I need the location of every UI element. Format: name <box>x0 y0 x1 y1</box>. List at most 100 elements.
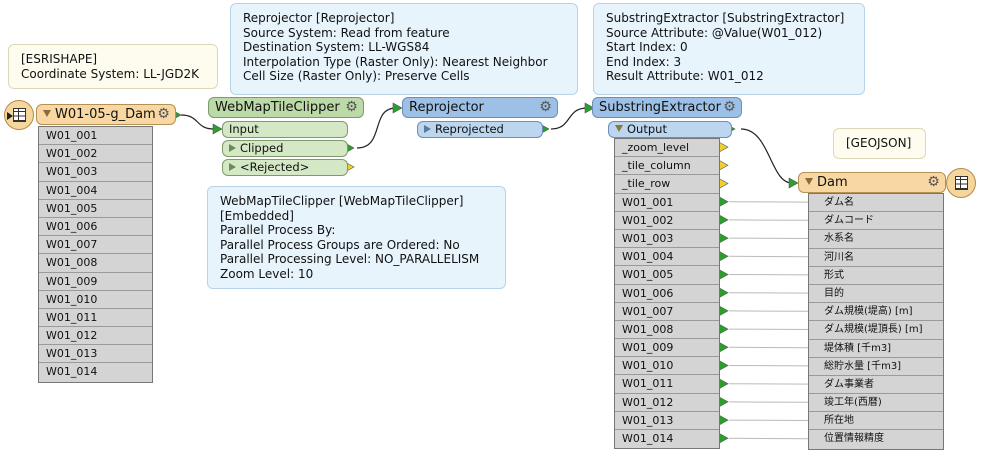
attribute-row[interactable]: W01_012 <box>615 394 719 412</box>
reader-node-header[interactable]: W01-05-g_Dam ⚙ <box>36 104 176 125</box>
webmaptileclipper-input-port[interactable]: Input <box>222 121 348 138</box>
reprojector-reprojected-port[interactable]: Reprojected <box>417 121 543 138</box>
gear-icon[interactable]: ⚙ <box>927 174 940 190</box>
chevron-right-icon[interactable] <box>229 163 236 171</box>
connection-substring-to-writer[interactable] <box>740 128 793 184</box>
attribute-row[interactable]: 堤体積 [千m3] <box>809 340 943 358</box>
attribute-row[interactable]: W01_002 <box>615 212 719 230</box>
substring-attribute-port[interactable] <box>718 268 729 281</box>
attribute-row[interactable]: W01_005 <box>39 200 152 218</box>
writer-attribute-list: ダム名ダムコード水系名河川名形式目的ダム規模(堤高) [m]ダム規模(堤頂長) … <box>808 193 944 450</box>
reprojector-input-port[interactable] <box>392 102 403 114</box>
substring-attribute-port[interactable] <box>718 159 729 171</box>
attribute-row[interactable]: 竣工年(西暦) <box>809 394 943 413</box>
writer-node-header[interactable]: Dam ⚙ <box>798 172 946 193</box>
annotation-geojson[interactable]: [GEOJSON] <box>833 128 926 159</box>
attribute-row[interactable]: 総貯水量 [千m3] <box>809 358 943 376</box>
substring-attribute-port[interactable] <box>718 323 729 335</box>
attribute-row[interactable]: W01_003 <box>39 163 152 182</box>
attribute-row[interactable]: W01_008 <box>39 254 152 273</box>
attribute-row[interactable]: W01_004 <box>39 182 152 200</box>
attribute-row[interactable]: ダム規模(堤頂長) [m] <box>809 321 943 340</box>
substring-attribute-port[interactable] <box>718 196 729 208</box>
attribute-row[interactable]: _tile_column <box>615 157 719 176</box>
attribute-row[interactable]: W01_005 <box>615 266 719 285</box>
reprojector-node-header[interactable]: Reprojector ⚙ <box>402 97 558 118</box>
attribute-row[interactable]: _tile_row <box>615 175 719 194</box>
chevron-right-icon[interactable] <box>424 125 431 133</box>
clipper-input-port[interactable] <box>212 123 223 135</box>
substring-attribute-port[interactable] <box>718 232 729 244</box>
attribute-row[interactable]: W01_004 <box>615 248 719 267</box>
attribute-row[interactable]: W01_008 <box>615 321 719 340</box>
substring-attribute-port[interactable] <box>718 341 729 353</box>
attribute-row[interactable]: 目的 <box>809 285 943 304</box>
attribute-row[interactable]: ダム事業者 <box>809 376 943 395</box>
substringextractor-output-port[interactable]: Output <box>608 121 732 138</box>
attribute-row[interactable]: 所在地 <box>809 412 943 431</box>
attribute-row[interactable]: W01_011 <box>615 375 719 394</box>
substring-attribute-port[interactable] <box>718 177 729 190</box>
substring-attribute-port[interactable] <box>718 396 729 408</box>
attribute-row[interactable]: W01_012 <box>39 327 152 346</box>
attribute-row[interactable]: W01_009 <box>615 339 719 358</box>
attribute-row[interactable]: W01_014 <box>622 432 674 445</box>
attribute-row[interactable]: 形式 <box>809 267 943 285</box>
attribute-row[interactable]: W01_010 <box>615 357 719 376</box>
substring-attribute-port[interactable] <box>718 214 729 226</box>
substringextractor-title: SubstringExtractor <box>599 100 721 115</box>
attribute-row[interactable]: 河川名 <box>809 249 943 267</box>
webmaptileclipper-clipped-port[interactable]: Clipped <box>222 140 348 157</box>
annotation-esrishape[interactable]: [ESRISHAPE] Coordinate System: LL-JGD2K <box>8 44 218 89</box>
attribute-row[interactable]: W01_006 <box>39 218 152 237</box>
annotation-reprojector[interactable]: Reprojector [Reprojector] Source System:… <box>230 3 578 95</box>
attribute-row[interactable]: ダム名 <box>809 194 943 213</box>
attribute-row[interactable]: W01_013 <box>39 345 152 364</box>
chevron-down-icon[interactable] <box>615 125 623 132</box>
attribute-row[interactable]: W01_013 <box>615 412 719 430</box>
gear-icon[interactable]: ⚙ <box>539 99 552 115</box>
chevron-down-icon[interactable] <box>805 178 813 185</box>
gear-icon[interactable]: ⚙ <box>723 99 736 115</box>
substring-attribute-port[interactable] <box>718 287 729 299</box>
substring-attribute-port[interactable] <box>718 141 729 153</box>
substring-attribute-port[interactable] <box>718 305 729 317</box>
attribute-row[interactable]: W01_001 <box>615 194 719 212</box>
connection-clipper-to-reprojector[interactable] <box>356 107 397 149</box>
substring-input-port[interactable] <box>584 102 595 114</box>
annotation-webmaptileclipper[interactable]: WebMapTileClipper [WebMapTileClipper] [E… <box>207 186 506 289</box>
connection-reader-to-clipper[interactable] <box>180 114 215 130</box>
reader-table-icon[interactable] <box>4 100 34 130</box>
attribute-row[interactable]: W01_010 <box>39 291 152 309</box>
attribute-row[interactable]: W01_001 <box>39 127 152 146</box>
substring-attribute-port[interactable] <box>718 378 729 390</box>
attribute-row[interactable]: _zoom_level <box>615 139 719 158</box>
gear-icon[interactable]: ⚙ <box>157 106 170 122</box>
attribute-row[interactable]: W01_002 <box>39 145 152 164</box>
webmaptileclipper-node-header[interactable]: WebMapTileClipper ⚙ <box>208 97 364 118</box>
annotation-substringextractor[interactable]: SubstringExtractor [SubstringExtractor] … <box>593 3 865 95</box>
writer-table-icon[interactable] <box>946 168 976 198</box>
connection-reprojector-to-substring[interactable] <box>550 107 588 130</box>
chevron-down-icon[interactable] <box>43 110 51 117</box>
substring-attribute-port[interactable] <box>718 414 729 426</box>
attribute-row[interactable]: ダムコード <box>809 212 943 231</box>
substringextractor-node-header[interactable]: SubstringExtractor ⚙ <box>592 97 742 118</box>
attribute-row[interactable]: W01_006 <box>615 285 719 303</box>
attribute-row[interactable]: W01_011 <box>39 309 152 328</box>
attribute-row[interactable]: W01_009 <box>39 273 152 291</box>
chevron-right-icon[interactable] <box>229 144 236 152</box>
webmaptileclipper-rejected-port[interactable]: <Rejected> <box>222 159 348 176</box>
writer-input-port[interactable] <box>788 177 799 189</box>
attribute-row[interactable]: 位置情報精度 <box>824 433 884 445</box>
attribute-row[interactable]: ダム規模(堤高) [m] <box>809 303 943 322</box>
attribute-row[interactable]: W01_014 <box>46 365 98 379</box>
attribute-row[interactable]: W01_003 <box>615 230 719 249</box>
substring-attribute-port[interactable] <box>718 250 729 262</box>
attribute-row[interactable]: 水系名 <box>809 230 943 249</box>
substring-attribute-port[interactable] <box>718 432 729 444</box>
gear-icon[interactable]: ⚙ <box>345 99 358 115</box>
substring-attribute-port[interactable] <box>718 359 729 372</box>
attribute-row[interactable]: W01_007 <box>39 236 152 255</box>
attribute-row[interactable]: W01_007 <box>615 303 719 321</box>
